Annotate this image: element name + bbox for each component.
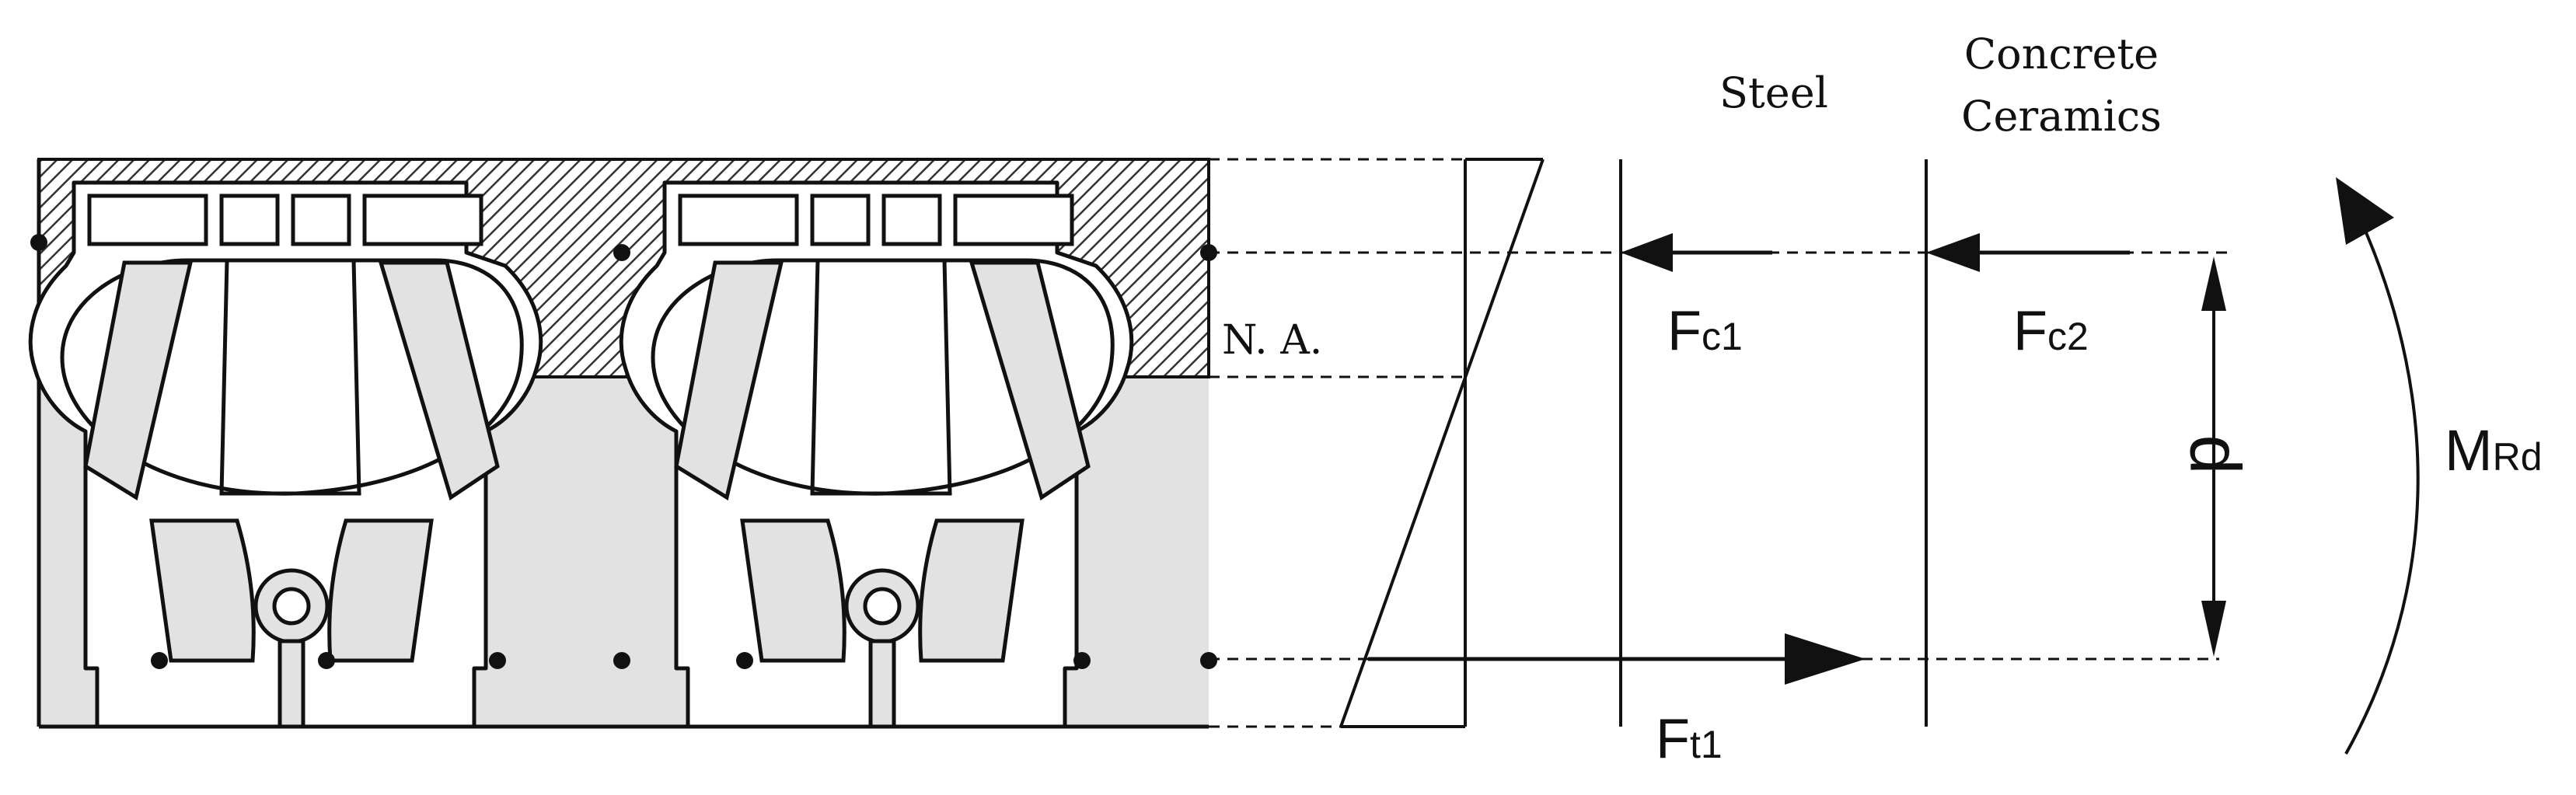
force-fc1-label: Fc1 bbox=[1667, 300, 1743, 362]
projection-lines bbox=[1209, 158, 2227, 728]
steel-header: Steel bbox=[1719, 68, 1828, 117]
force-fc2-label: Fc2 bbox=[2013, 300, 2089, 362]
force-fc2-arrow bbox=[1926, 233, 2130, 272]
lever-arm-dimension bbox=[2201, 256, 2226, 657]
moment-arc bbox=[2336, 177, 2420, 755]
beam-cross-section bbox=[30, 158, 1217, 729]
rebar-bottom-dot bbox=[151, 652, 168, 669]
force-ft1-arrow bbox=[1368, 633, 1866, 685]
strain-diagram bbox=[1339, 158, 1545, 728]
force-ft1-label: Ft1 bbox=[1656, 708, 1723, 770]
rebar-bottom-dot bbox=[318, 652, 335, 669]
neutral-axis-label: N. A. bbox=[1222, 317, 1322, 364]
rebar-top-dot bbox=[30, 234, 47, 251]
rebar-top-dot bbox=[613, 244, 630, 261]
rebar-bottom-dot bbox=[613, 652, 630, 669]
moment-label: MRd bbox=[2445, 418, 2543, 483]
lever-arm-label: d bbox=[2176, 434, 2255, 474]
concrete-header-line2: Ceramics bbox=[1961, 92, 2162, 141]
rebar-bottom-dot bbox=[736, 652, 753, 669]
ceramic-block-left bbox=[30, 183, 540, 727]
concrete-header-line1: Concrete bbox=[1964, 30, 2159, 78]
rebar-bottom-dot bbox=[1073, 652, 1091, 669]
rebar-bottom-dot bbox=[1200, 652, 1217, 669]
rebar-bottom-dot bbox=[489, 652, 506, 669]
ceramic-block-right bbox=[621, 183, 1131, 727]
force-fc1-arrow bbox=[1621, 233, 1772, 272]
